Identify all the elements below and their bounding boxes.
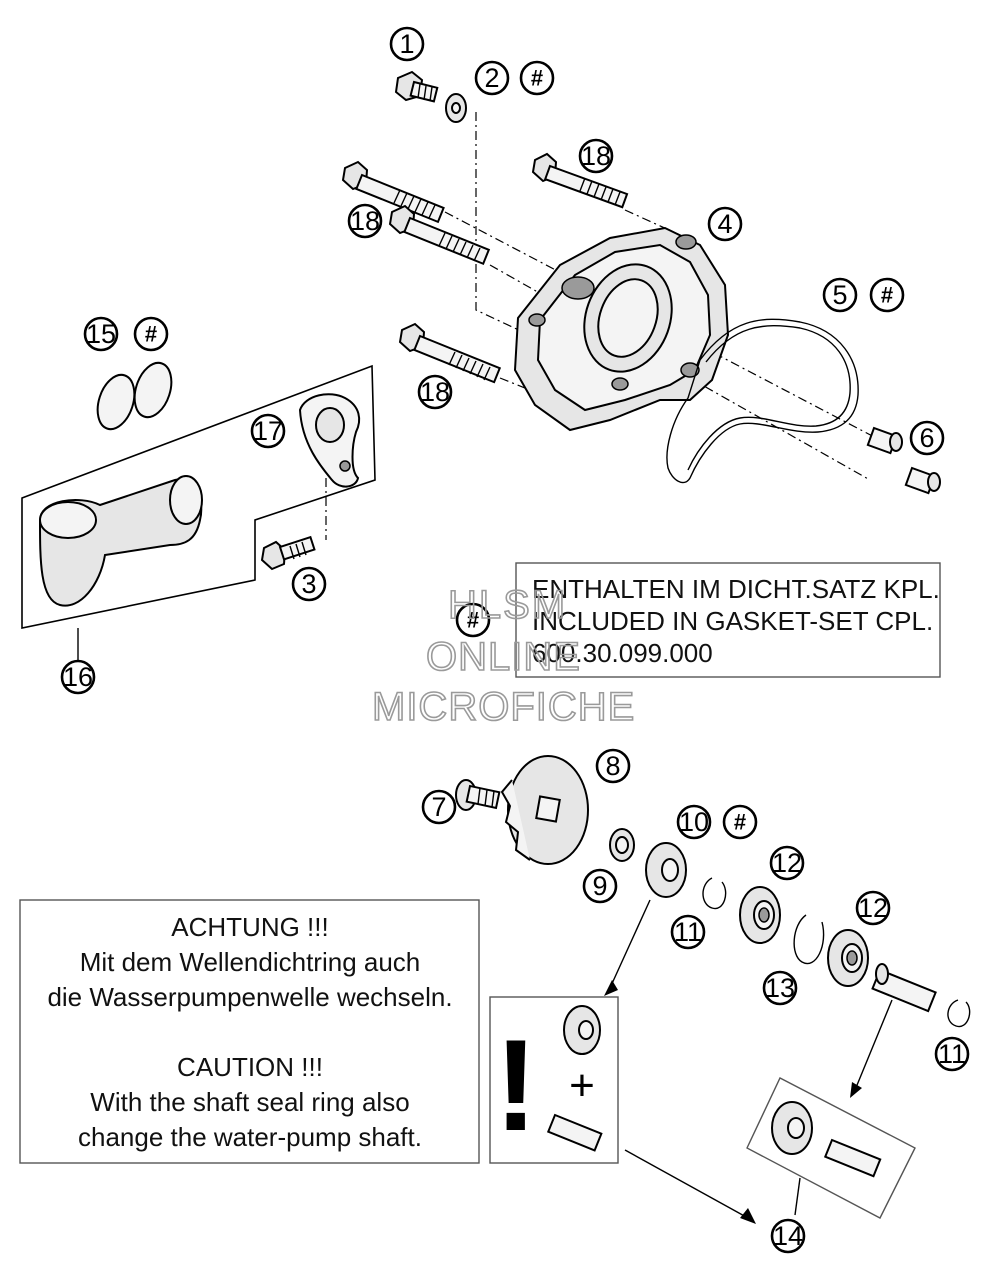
callout-15-hash: # (133, 316, 169, 352)
svg-text:18: 18 (420, 377, 450, 407)
kit-box-right (746, 1077, 916, 1219)
svg-text:16: 16 (63, 662, 93, 692)
svg-text:#: # (467, 608, 479, 633)
svg-text:18: 18 (350, 206, 380, 236)
leaders-lower (604, 899, 893, 1224)
callout-12-a: 12 (769, 845, 805, 881)
circlip-part-11-b (947, 999, 971, 1028)
callout-3: 3 (291, 566, 327, 602)
screw-part-18-top (531, 152, 629, 209)
callout-12-b: 12 (855, 890, 891, 926)
circlip-part-11-a (702, 877, 727, 910)
gasket-note-part-number: 600.30.099.000 (532, 638, 713, 668)
callout-11-a: 11 (670, 914, 706, 950)
plus-symbol: + (569, 1061, 595, 1110)
screw-part-7 (455, 779, 501, 811)
svg-text:#: # (881, 283, 893, 308)
warning-en-line-2: change the water-pump shaft. (78, 1122, 422, 1152)
warning-de-line-2: die Wasserpumpenwelle wechseln. (47, 982, 452, 1012)
screw-part-18-upper-left (341, 160, 445, 224)
seal-part-10 (645, 842, 687, 898)
svg-text:9: 9 (592, 871, 607, 901)
bolt-part-3 (260, 535, 316, 571)
warning-en-title: CAUTION !!! (177, 1052, 323, 1082)
svg-text:12: 12 (858, 893, 888, 923)
callout-16: 16 (60, 659, 96, 695)
washer-part-2 (445, 93, 467, 123)
callout-2: 2 (474, 60, 510, 96)
gasket-note-line-1: ENTHALTEN IM DICHT.SATZ KPL. (532, 574, 940, 604)
gasket-note-line-2: INCLUDED IN GASKET-SET CPL. (532, 606, 933, 636)
screw-part-18-lower (398, 322, 502, 384)
svg-text:12: 12 (772, 848, 802, 878)
callout-4: 4 (707, 206, 743, 242)
svg-text:3: 3 (301, 569, 316, 599)
svg-text:13: 13 (765, 973, 795, 1003)
hose-fitting-panel (21, 361, 376, 629)
svg-text:8: 8 (605, 751, 620, 781)
svg-text:#: # (531, 66, 543, 91)
svg-text:14: 14 (773, 1221, 803, 1251)
callout-18-top: 18 (578, 138, 614, 174)
washer-part-9 (609, 828, 635, 862)
callout-18-lower: 18 (417, 374, 453, 410)
warning-en-line-1: With the shaft seal ring also (90, 1087, 409, 1117)
bearing-part-12-a (739, 886, 781, 944)
callout-18-left: 18 (347, 203, 383, 239)
callout-5-hash: # (869, 277, 905, 313)
watermark-line-3: MICROFICHE (372, 685, 635, 729)
sleeve-part-6-a (866, 426, 903, 455)
warning-de-line-1: Mit dem Wellendichtring auch (80, 947, 421, 977)
gasket-part-5 (666, 318, 859, 484)
exclamation-symbol: ! (494, 1012, 537, 1158)
bearing-part-12-b (827, 929, 869, 987)
warning-box (19, 899, 480, 1164)
svg-text:17: 17 (253, 416, 283, 446)
warning-de-title: ACHTUNG !!! (171, 912, 328, 942)
svg-text:10: 10 (679, 807, 709, 837)
svg-text:11: 11 (674, 917, 702, 947)
svg-text:4: 4 (717, 209, 732, 239)
callout-17: 17 (250, 413, 286, 449)
pump-cover-part-4 (513, 226, 730, 432)
svg-text:1: 1 (399, 29, 414, 59)
callout-hash-note: # (455, 602, 491, 638)
kit-box-left: ! + (489, 996, 619, 1164)
callout-9: 9 (582, 868, 618, 904)
bolt-part-1 (394, 70, 439, 103)
callout-10-hash: # (722, 804, 758, 840)
gasket-note-box (515, 562, 941, 678)
svg-text:7: 7 (431, 792, 446, 822)
callout-5: 5 (822, 277, 858, 313)
callout-8: 8 (595, 748, 631, 784)
svg-text:11: 11 (938, 1039, 966, 1069)
svg-text:2: 2 (484, 63, 499, 93)
svg-text:#: # (734, 810, 746, 835)
svg-text:#: # (145, 322, 157, 347)
callout-1: 1 (389, 26, 425, 62)
callout-11-b: 11 (934, 1036, 970, 1072)
callout-15: 15 (83, 316, 119, 352)
svg-text:6: 6 (919, 423, 934, 453)
sleeve-part-6-b (904, 466, 941, 495)
callout-14: 14 (770, 1218, 806, 1254)
callout-10: 10 (676, 804, 712, 840)
screw-part-18-middle-left (388, 204, 491, 266)
svg-text:15: 15 (86, 319, 116, 349)
callout-6: 6 (909, 420, 945, 456)
snapring-part-13 (793, 914, 825, 965)
svg-text:5: 5 (832, 280, 847, 310)
callout-7: 7 (421, 789, 457, 825)
callout-2-hash: # (519, 60, 555, 96)
svg-text:18: 18 (581, 141, 611, 171)
callout-13: 13 (762, 970, 798, 1006)
watermark-line-2: ONLINE (426, 635, 581, 679)
impeller-part-8 (500, 755, 589, 865)
watermark-line-1: HLSM (448, 583, 567, 627)
pump-shaft (871, 963, 937, 1013)
